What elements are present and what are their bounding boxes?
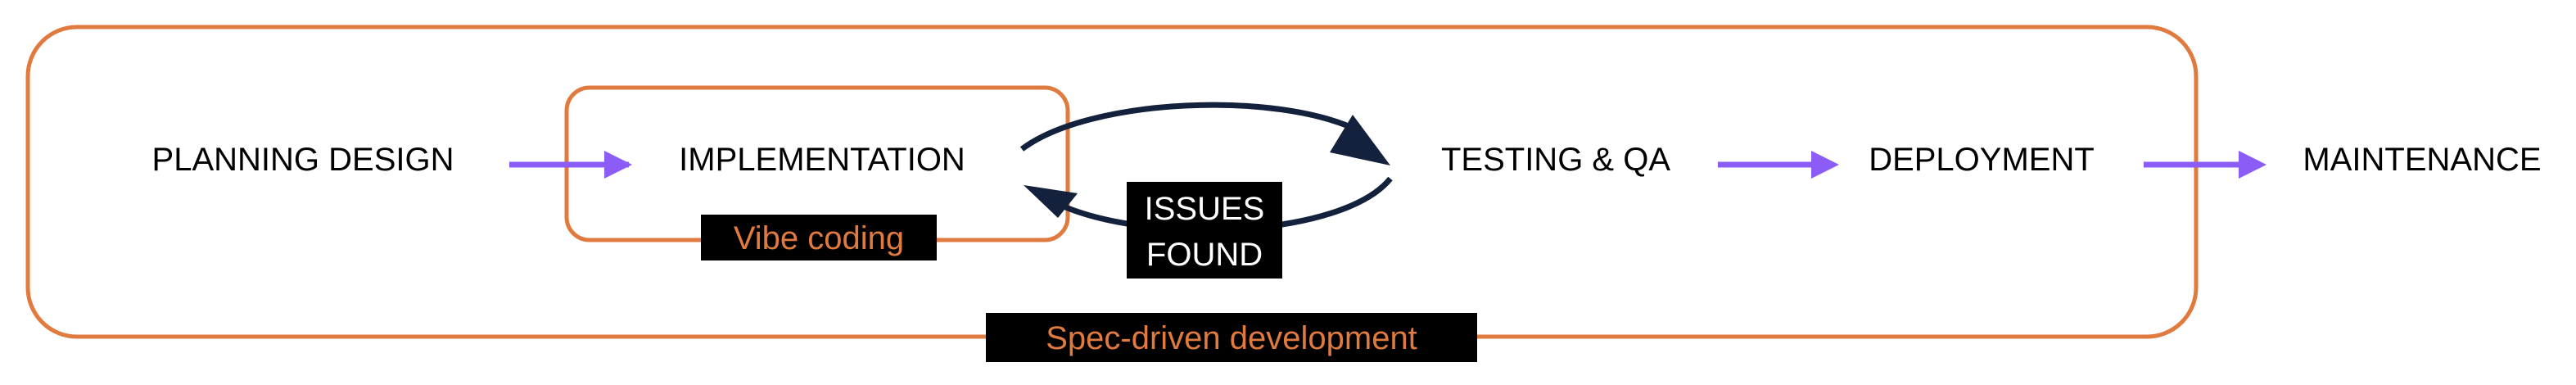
spec-driven-frame	[25, 25, 2199, 339]
flow-arrow-head-1	[604, 151, 632, 179]
spec-driven-label-box	[986, 313, 1477, 362]
stage-testing-qa: TESTING & QA	[1441, 142, 1670, 178]
issues-found-line-2: FOUND	[1146, 237, 1263, 273]
vibe-coding-label: Vibe coding	[734, 220, 904, 256]
issues-found-line-1: ISSUES	[1145, 191, 1265, 227]
flow-arrow-head-3	[2239, 151, 2266, 179]
flow-arrow-head-2	[1811, 151, 1839, 179]
stage-maintenance: MAINTENANCE	[2303, 142, 2541, 178]
issues-found-box	[1127, 182, 1282, 279]
loop-arrow-head-back	[1024, 185, 1078, 218]
stage-deployment: DEPLOYMENT	[1869, 142, 2095, 178]
loop-arrow-to-testing	[1019, 102, 1361, 152]
loop-arrow-head-to-testing	[1330, 115, 1390, 165]
vibe-coding-label-box	[701, 215, 937, 260]
spec-driven-label: Spec-driven development	[1046, 320, 1417, 356]
stage-planning-design: PLANNING DESIGN	[152, 142, 454, 178]
stage-implementation: IMPLEMENTATION	[679, 142, 965, 178]
